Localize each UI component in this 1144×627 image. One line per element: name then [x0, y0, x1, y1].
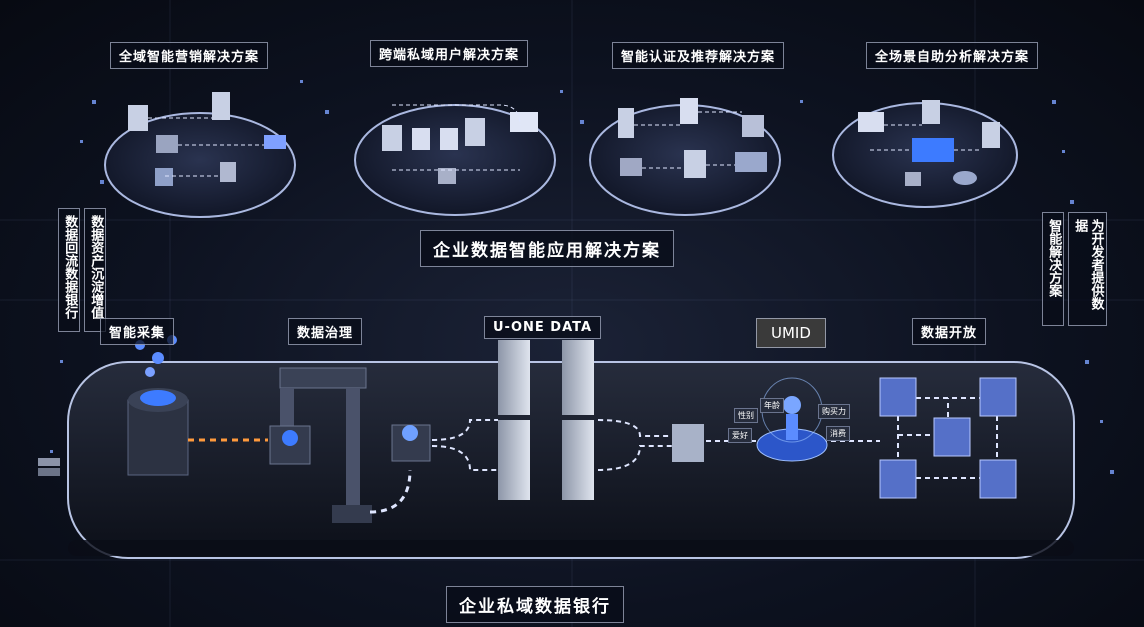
umid-sphere: [756, 377, 828, 462]
umid-tag-4: 爱好: [728, 428, 752, 443]
solution-label-4: 全场景自助分析解决方案: [866, 42, 1039, 69]
umid-tag-5: 消费: [826, 426, 850, 441]
solution-label-1: 全域智能营销解决方案: [110, 42, 269, 69]
solution-disc-3: [589, 98, 781, 216]
pipeline-open-label: 数据开放: [912, 318, 987, 345]
solution-disc-4: [832, 100, 1018, 208]
collector-device: [127, 335, 268, 476]
enterprise-app-title: 企业数据智能应用解决方案: [420, 230, 674, 267]
solution-disc-1: [104, 92, 296, 218]
umid-tag-1: 性别: [734, 408, 758, 423]
right-side-col2: 为开发者提供数据: [1068, 212, 1107, 326]
solution-label-2: 跨端私域用户解决方案: [370, 40, 529, 67]
umid-tag-3: 购买力: [818, 404, 850, 419]
solution-label-3: 智能认证及推荐解决方案: [612, 42, 785, 69]
left-side-col2: 数据资产沉淀增值: [84, 208, 107, 332]
pipeline-uone-label: U-ONE DATA: [484, 316, 602, 339]
governance-machine: [269, 367, 431, 523]
uone-servers: [498, 340, 704, 500]
left-side-col1: 数据回流数据银行: [58, 208, 81, 332]
right-side-col1: 智能解决方案: [1042, 212, 1065, 326]
open-data-network: [879, 377, 1017, 499]
pipeline-umid-label: UMID: [756, 318, 826, 348]
solution-disc-2: [354, 104, 556, 216]
platform-title: 企业私域数据银行: [446, 586, 624, 623]
pipeline-govern-label: 数据治理: [288, 318, 363, 345]
umid-tag-2: 年龄: [760, 398, 784, 413]
pipeline-collect-label: 智能采集: [100, 318, 175, 345]
stack-icon: [38, 458, 60, 476]
